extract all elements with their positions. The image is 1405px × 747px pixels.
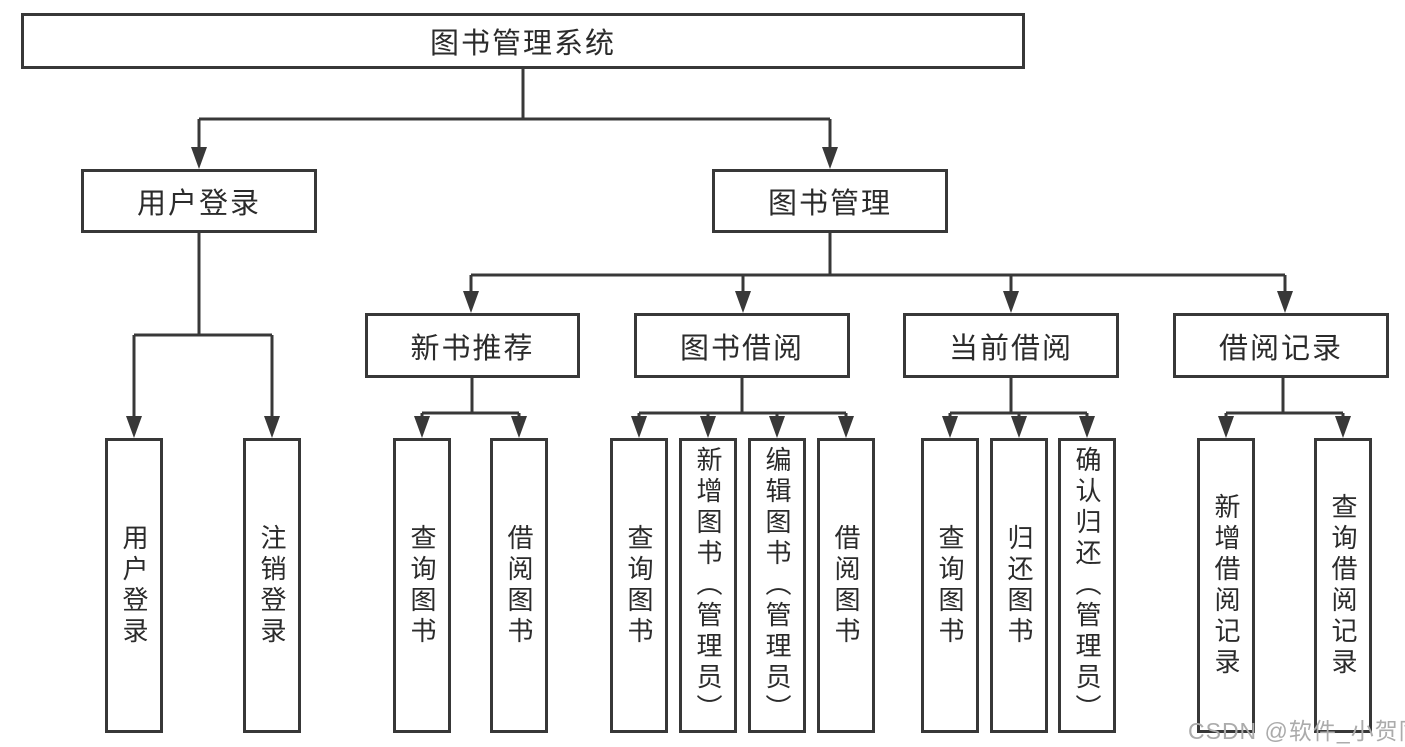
node-label: 查询图书	[935, 523, 965, 648]
node-label: 注销登录	[257, 523, 287, 648]
node-label: 新增图书（管理员）	[693, 446, 723, 725]
node-add-books-admin: 新增图书（管理员）	[679, 438, 737, 733]
node-label: 查询图书	[407, 523, 437, 648]
node-label: 用户登录	[119, 523, 149, 648]
node-label: 编辑图书（管理员）	[762, 446, 792, 725]
node-query-books-recommend: 查询图书	[393, 438, 451, 733]
node-label: 新增借阅记录	[1211, 492, 1241, 679]
node-query-books-current: 查询图书	[921, 438, 979, 733]
node-book-borrowing: 图书借阅	[634, 313, 850, 378]
node-label: 新书推荐	[410, 332, 535, 365]
node-label: 确认归还（管理员）	[1072, 446, 1102, 725]
node-edit-books-admin: 编辑图书（管理员）	[748, 438, 806, 733]
arrowhead-icons	[126, 147, 1351, 438]
node-book-management: 图书管理	[712, 169, 948, 233]
node-borrow-books-recommend: 借阅图书	[490, 438, 548, 733]
node-borrowing-records: 借阅记录	[1173, 313, 1389, 378]
watermark: CSDN @软件_小贺同学	[1188, 718, 1405, 744]
node-current-borrowing: 当前借阅	[903, 313, 1119, 378]
node-return-books: 归还图书	[990, 438, 1048, 733]
node-query-borrow-record: 查询借阅记录	[1314, 438, 1372, 733]
node-label: 图书管理系统	[429, 28, 616, 60]
node-query-books-borrowing: 查询图书	[610, 438, 668, 733]
node-borrow-books: 借阅图书	[817, 438, 875, 733]
node-label: 用户登录	[136, 188, 261, 220]
node-label: 图书管理	[767, 188, 892, 220]
node-label: 借阅记录	[1218, 332, 1343, 365]
node-label: 查询借阅记录	[1328, 492, 1358, 679]
node-label: 借阅图书	[831, 523, 861, 648]
node-label: 归还图书	[1004, 523, 1034, 648]
node-label: 查询图书	[624, 523, 654, 648]
node-label: 图书借阅	[679, 332, 804, 365]
node-add-borrow-record: 新增借阅记录	[1197, 438, 1255, 733]
node-user-login: 用户登录	[81, 169, 317, 233]
node-label: 当前借阅	[948, 332, 1073, 365]
node-user-login-action: 用户登录	[105, 438, 163, 733]
node-new-book-recommendation: 新书推荐	[365, 313, 580, 378]
node-label: 借阅图书	[504, 523, 534, 648]
node-confirm-return-admin: 确认归还（管理员）	[1058, 438, 1116, 733]
node-logout: 注销登录	[243, 438, 301, 733]
node-library-management-system: 图书管理系统	[21, 13, 1025, 69]
